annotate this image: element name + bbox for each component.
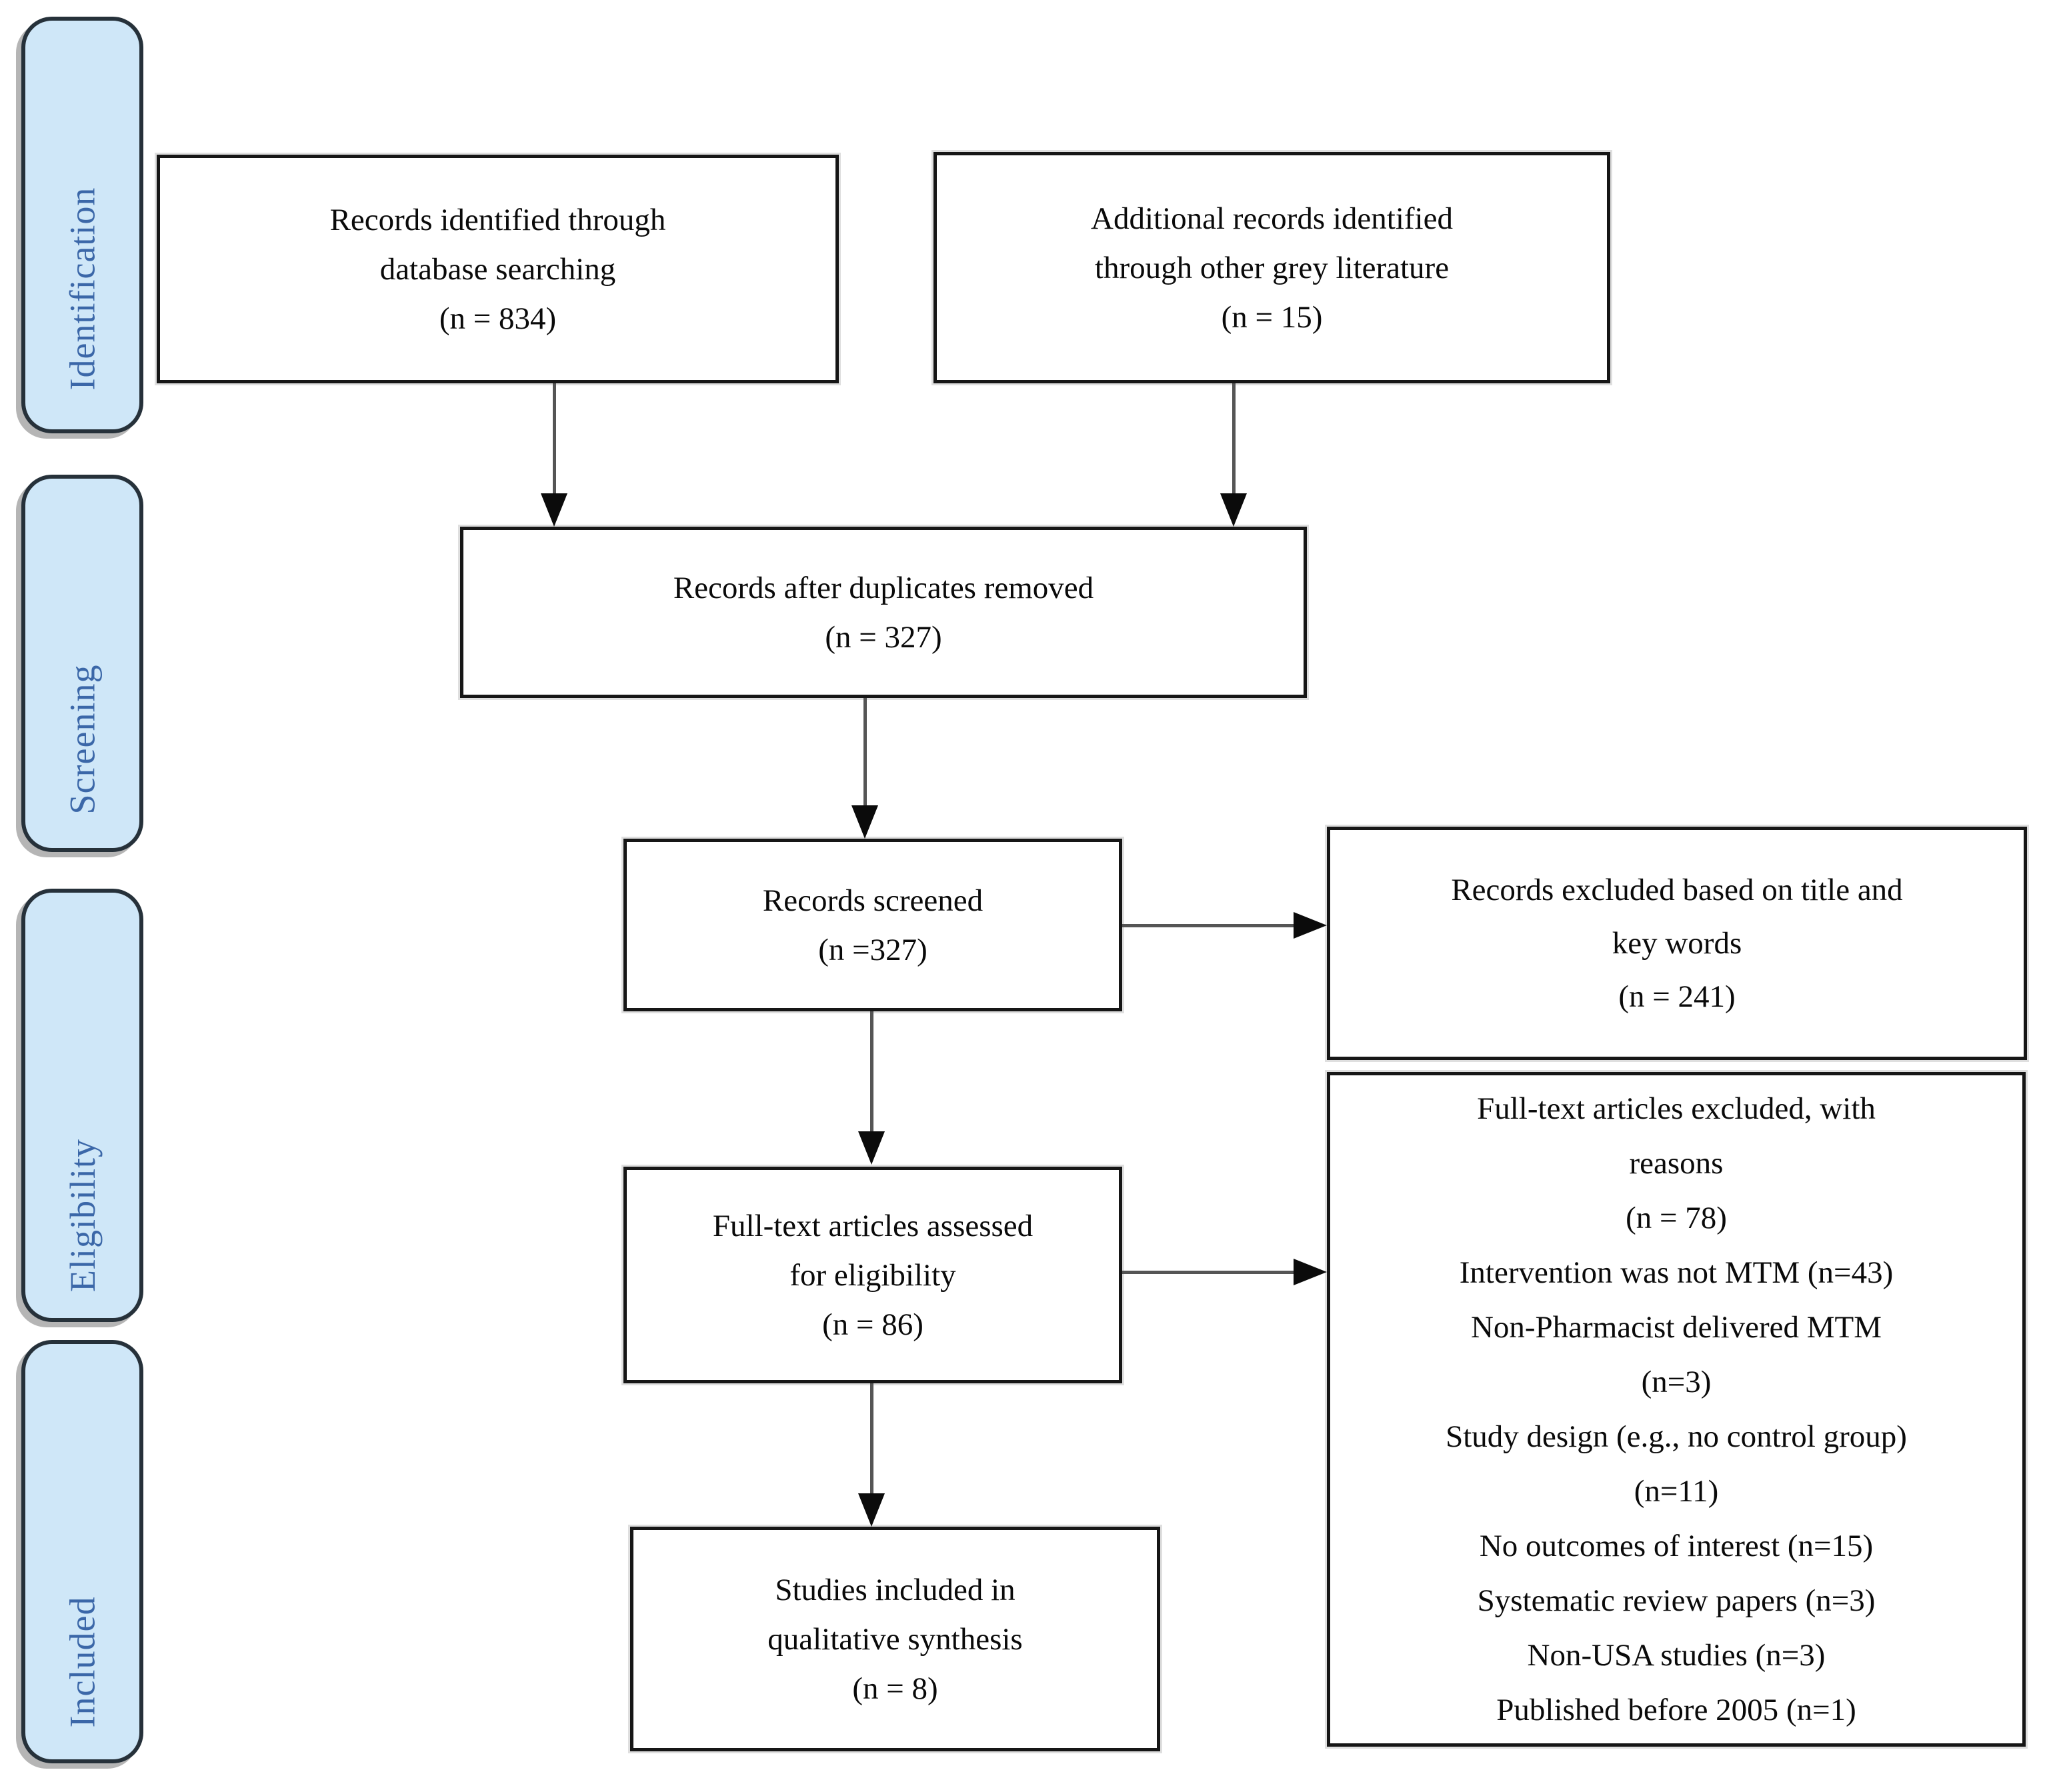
box-studies-included: Studies included in qualitative synthesis…	[630, 1527, 1160, 1751]
text-line: Published before 2005 (n=1)	[1496, 1693, 1856, 1727]
box-records-screened: Records screened (n =327)	[623, 839, 1122, 1011]
arrow-duplicates-to-screened-line	[863, 698, 867, 807]
stage-included: Included	[21, 1340, 143, 1763]
text-line: key words	[1612, 926, 1742, 961]
text-line: (n = 8)	[852, 1671, 938, 1706]
text-line: (n =327)	[818, 932, 927, 967]
stage-eligibility: Eligibility	[21, 889, 143, 1322]
stage-eligibility-label: Eligibility	[62, 1138, 103, 1293]
arrow-fulltext-to-included-line	[870, 1383, 873, 1495]
text-line: Systematic review papers (n=3)	[1477, 1583, 1876, 1618]
text-line: Non-Pharmacist delivered MTM	[1470, 1310, 1882, 1345]
text-line: for eligibility	[789, 1257, 956, 1293]
arrow-screened-to-fulltext-line	[870, 1011, 873, 1131]
stage-included-label: Included	[62, 1596, 103, 1727]
text-line: (n=11)	[1634, 1474, 1719, 1509]
text-line: (n = 241)	[1618, 979, 1736, 1014]
box-additional-records: Additional records identified through oth…	[933, 152, 1610, 383]
arrow-down-icon	[858, 1131, 885, 1165]
text-line: Records screened	[762, 883, 983, 918]
stage-screening: Screening	[21, 475, 143, 852]
text-line: Full-text articles assessed	[712, 1208, 1034, 1243]
arrow-down-icon	[851, 805, 878, 839]
text-line: (n = 834)	[439, 301, 557, 336]
arrow-additional-to-duplicates-line	[1232, 383, 1236, 495]
text-line: (n = 78)	[1626, 1201, 1727, 1235]
text-line: qualitative synthesis	[767, 1621, 1023, 1657]
box-records-identified: Records identified through database searc…	[157, 155, 839, 383]
arrow-down-icon	[1220, 493, 1247, 527]
arrow-down-icon	[858, 1493, 885, 1527]
arrow-right-icon	[1294, 912, 1327, 939]
arrow-down-icon	[541, 493, 567, 527]
stage-screening-label: Screening	[62, 664, 103, 815]
text-line: Studies included in	[775, 1572, 1015, 1607]
text-line: through other grey literature	[1094, 250, 1450, 285]
box-fulltext-excluded-reasons: Full-text articles excluded, with reasons…	[1327, 1072, 2026, 1747]
arrow-screened-to-excluded-line	[1122, 924, 1295, 927]
text-line: database searching	[379, 251, 616, 287]
text-line: Additional records identified	[1091, 201, 1453, 236]
text-line: Full-text articles excluded, with	[1477, 1091, 1876, 1126]
arrow-identified-to-duplicates-line	[553, 383, 556, 495]
text-line: Non-USA studies (n=3)	[1527, 1638, 1826, 1673]
arrow-right-icon	[1294, 1259, 1327, 1285]
box-duplicates-removed: Records after duplicates removed (n = 327…	[460, 527, 1307, 698]
text-line: (n = 15)	[1221, 299, 1323, 335]
text-line: (n = 327)	[825, 619, 942, 655]
text-line: Intervention was not MTM (n=43)	[1459, 1255, 1894, 1290]
box-records-excluded-title-keywords: Records excluded based on title and key w…	[1327, 827, 2027, 1060]
stage-identification-label: Identification	[62, 187, 103, 390]
text-line: (n=3)	[1641, 1365, 1712, 1399]
box-fulltext-assessed: Full-text articles assessed for eligibili…	[623, 1167, 1122, 1383]
text-line: Study design (e.g., no control group)	[1446, 1419, 1907, 1454]
text-line: No outcomes of interest (n=15)	[1479, 1529, 1874, 1563]
text-line: (n = 86)	[822, 1307, 923, 1342]
arrow-fulltext-to-excluded-line	[1122, 1271, 1295, 1274]
text-line: Records identified through	[329, 202, 666, 237]
text-line: Records excluded based on title and	[1451, 873, 1903, 907]
text-line: reasons	[1629, 1146, 1724, 1181]
stage-identification: Identification	[21, 17, 143, 433]
text-line: Records after duplicates removed	[673, 570, 1094, 605]
